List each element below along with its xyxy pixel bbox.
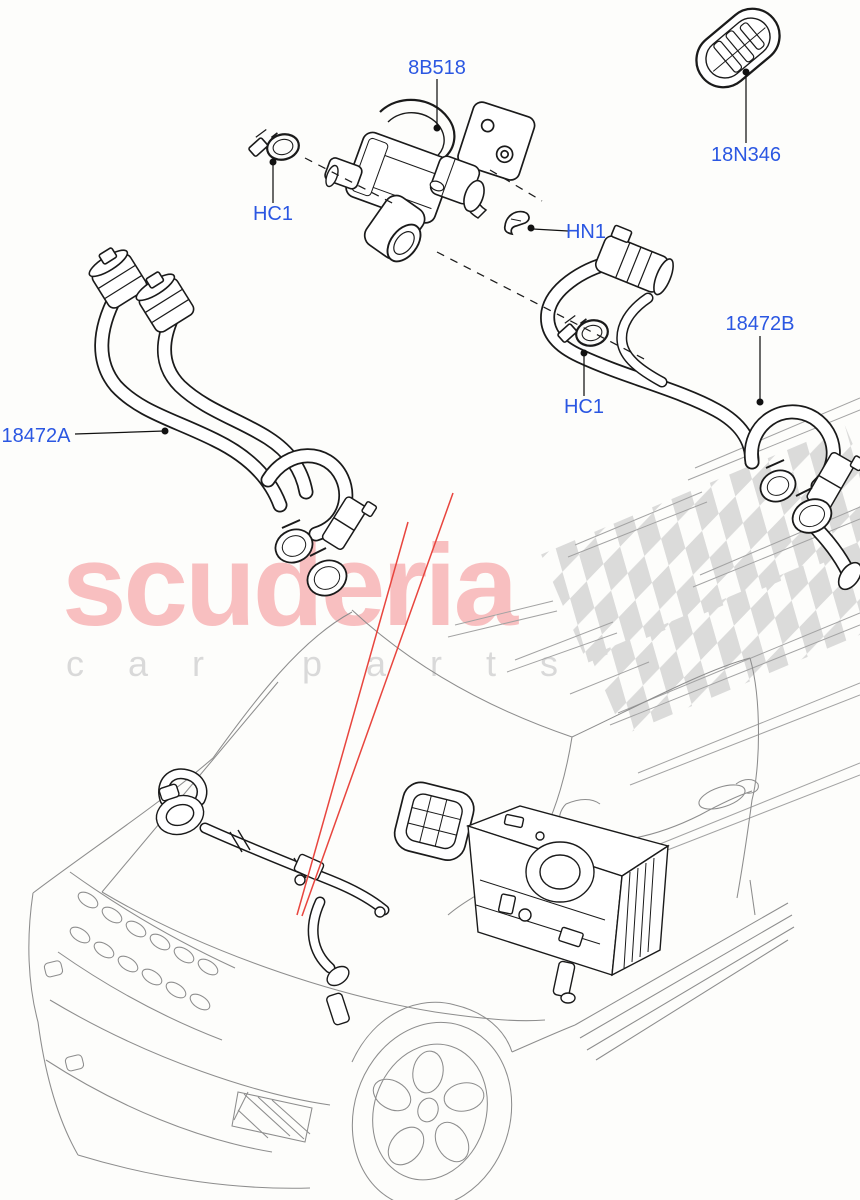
watermark-subtitle-text: car parts bbox=[66, 643, 602, 684]
part-label-HC1-right[interactable]: HC1 bbox=[564, 396, 604, 418]
nut-clip-HN1 bbox=[503, 210, 530, 236]
part-label-18472A[interactable]: 18472A bbox=[2, 425, 72, 447]
part-label-HN1[interactable]: HN1 bbox=[566, 221, 606, 243]
assembly-dashed-lines bbox=[304, 157, 651, 363]
red-pointer-lines bbox=[296, 492, 454, 917]
part-label-18N346[interactable]: 18N346 bbox=[711, 144, 781, 166]
vent-grille-18N346 bbox=[695, 7, 781, 89]
heater-assembly bbox=[155, 768, 670, 1026]
part-label-8B518[interactable]: 8B518 bbox=[408, 57, 466, 79]
checkered-flag-pattern bbox=[541, 425, 860, 735]
aux-water-pump-8B518 bbox=[324, 98, 536, 263]
callout-leader-lines bbox=[74, 68, 764, 435]
hose-assembly-18472B bbox=[540, 224, 860, 591]
part-label-HC1-left[interactable]: HC1 bbox=[253, 203, 293, 225]
speed-lines bbox=[447, 397, 860, 859]
part-label-18472B[interactable]: 18472B bbox=[726, 313, 795, 335]
hose-assembly-18472A bbox=[88, 247, 378, 597]
